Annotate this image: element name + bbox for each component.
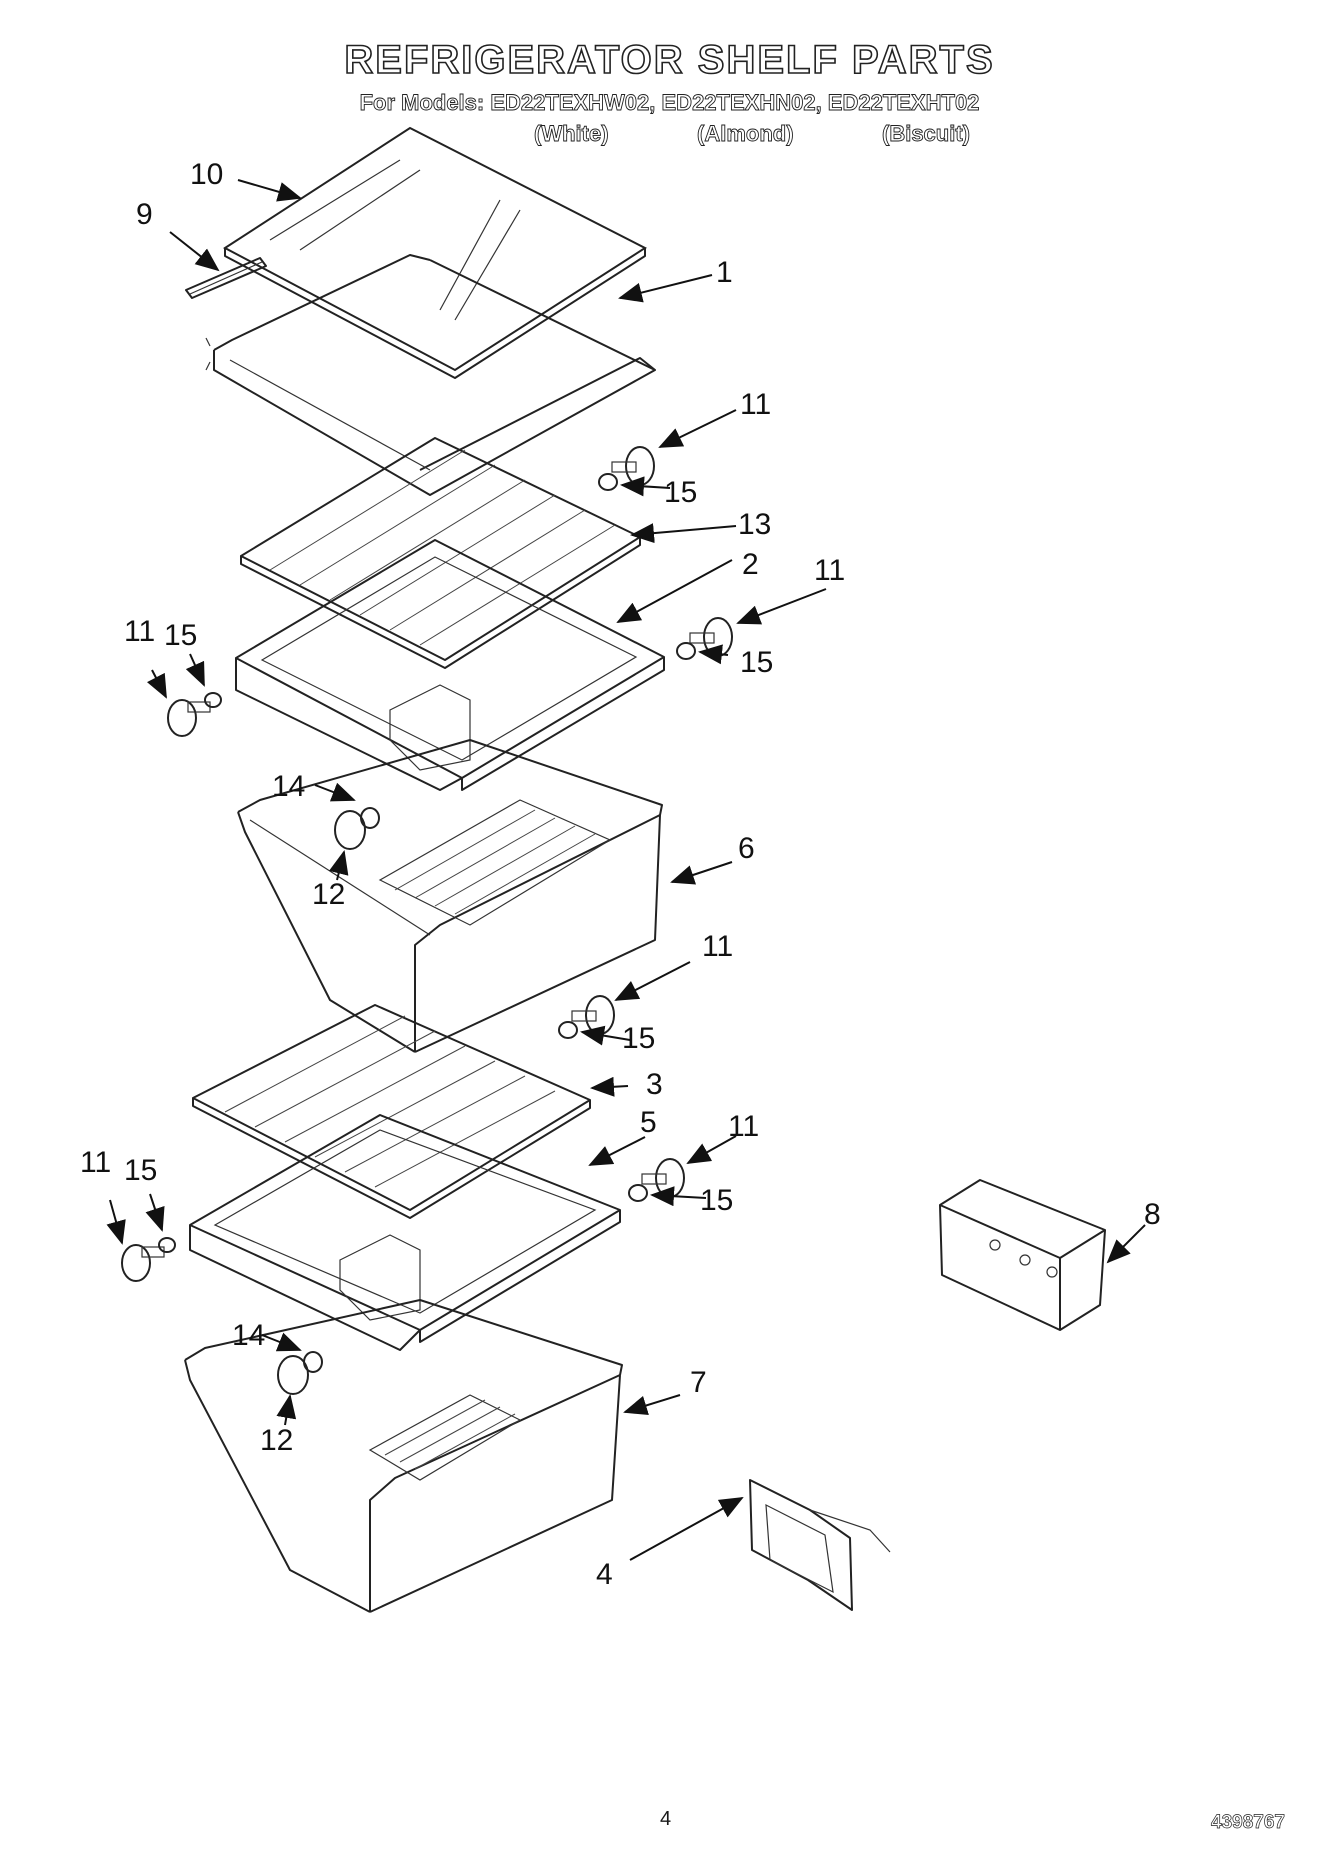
callout-4: 4 [596, 1558, 613, 1591]
callout-1: 1 [716, 256, 733, 289]
callout-2: 2 [742, 548, 759, 581]
callout-15-f: 15 [124, 1154, 158, 1187]
crisper-frame-part-5 [189, 1114, 621, 1351]
trim-strip-part-9 [185, 257, 267, 299]
crisper-cover-part-3 [192, 1004, 591, 1219]
crisper-frame-part-2 [235, 539, 665, 791]
callout-12-a: 12 [312, 878, 346, 911]
callout-14-b: 14 [232, 1319, 266, 1352]
callout-9: 9 [136, 198, 153, 231]
fastener-set-mid-left [167, 692, 222, 737]
callout-11-d: 11 [702, 930, 734, 963]
label-holder-part-4 [749, 1479, 891, 1611]
callout-11-a: 11 [740, 388, 772, 421]
shelf-frame-part-1 [205, 254, 656, 496]
callout-8: 8 [1144, 1198, 1161, 1231]
finish-almond: (Almond) [697, 121, 794, 147]
page-number: 4 [660, 1808, 672, 1830]
crisper-cover-part-13 [240, 437, 641, 669]
callout-15-b: 15 [740, 646, 774, 679]
callout-14-a: 14 [272, 770, 306, 803]
drawer-stop-lower [277, 1351, 323, 1395]
callout-11-f: 11 [80, 1146, 112, 1179]
callout-11-b: 11 [814, 554, 846, 587]
callout-10: 10 [190, 158, 224, 191]
callout-15-d: 15 [622, 1022, 656, 1055]
crisper-drawer-part-6 [237, 739, 663, 1053]
callout-13: 13 [738, 508, 772, 541]
glass-shelf-part-10 [223, 126, 648, 379]
fastener-set-upper-right [598, 446, 655, 491]
finish-biscuit: (Biscuit) [882, 121, 971, 147]
callout-11-e: 11 [728, 1110, 760, 1143]
page-title: REFRIGERATOR SHELF PARTS [344, 37, 995, 83]
callout-5: 5 [640, 1106, 657, 1139]
callout-6: 6 [738, 832, 755, 865]
callout-7: 7 [690, 1366, 707, 1399]
drawer-stop-upper [334, 807, 380, 850]
callout-11-c: 11 [124, 615, 156, 648]
callout-3: 3 [646, 1068, 663, 1101]
document-number: 4398767 [1211, 1812, 1286, 1834]
storage-bin-part-8 [939, 1179, 1106, 1331]
callout-15-a: 15 [664, 476, 698, 509]
crisper-drawer-part-7 [184, 1299, 623, 1613]
finish-white: (White) [534, 121, 609, 147]
callout-15-c: 15 [164, 619, 198, 652]
models-line: For Models: ED22TEXHW02, ED22TEXHN02, ED… [359, 90, 980, 116]
fastener-set-lower-mid [558, 995, 615, 1039]
callout-15-e: 15 [700, 1184, 734, 1217]
callout-12-b: 12 [260, 1424, 294, 1457]
fastener-set-lower-left [121, 1237, 176, 1282]
callout-arrows [106, 179, 1146, 1561]
